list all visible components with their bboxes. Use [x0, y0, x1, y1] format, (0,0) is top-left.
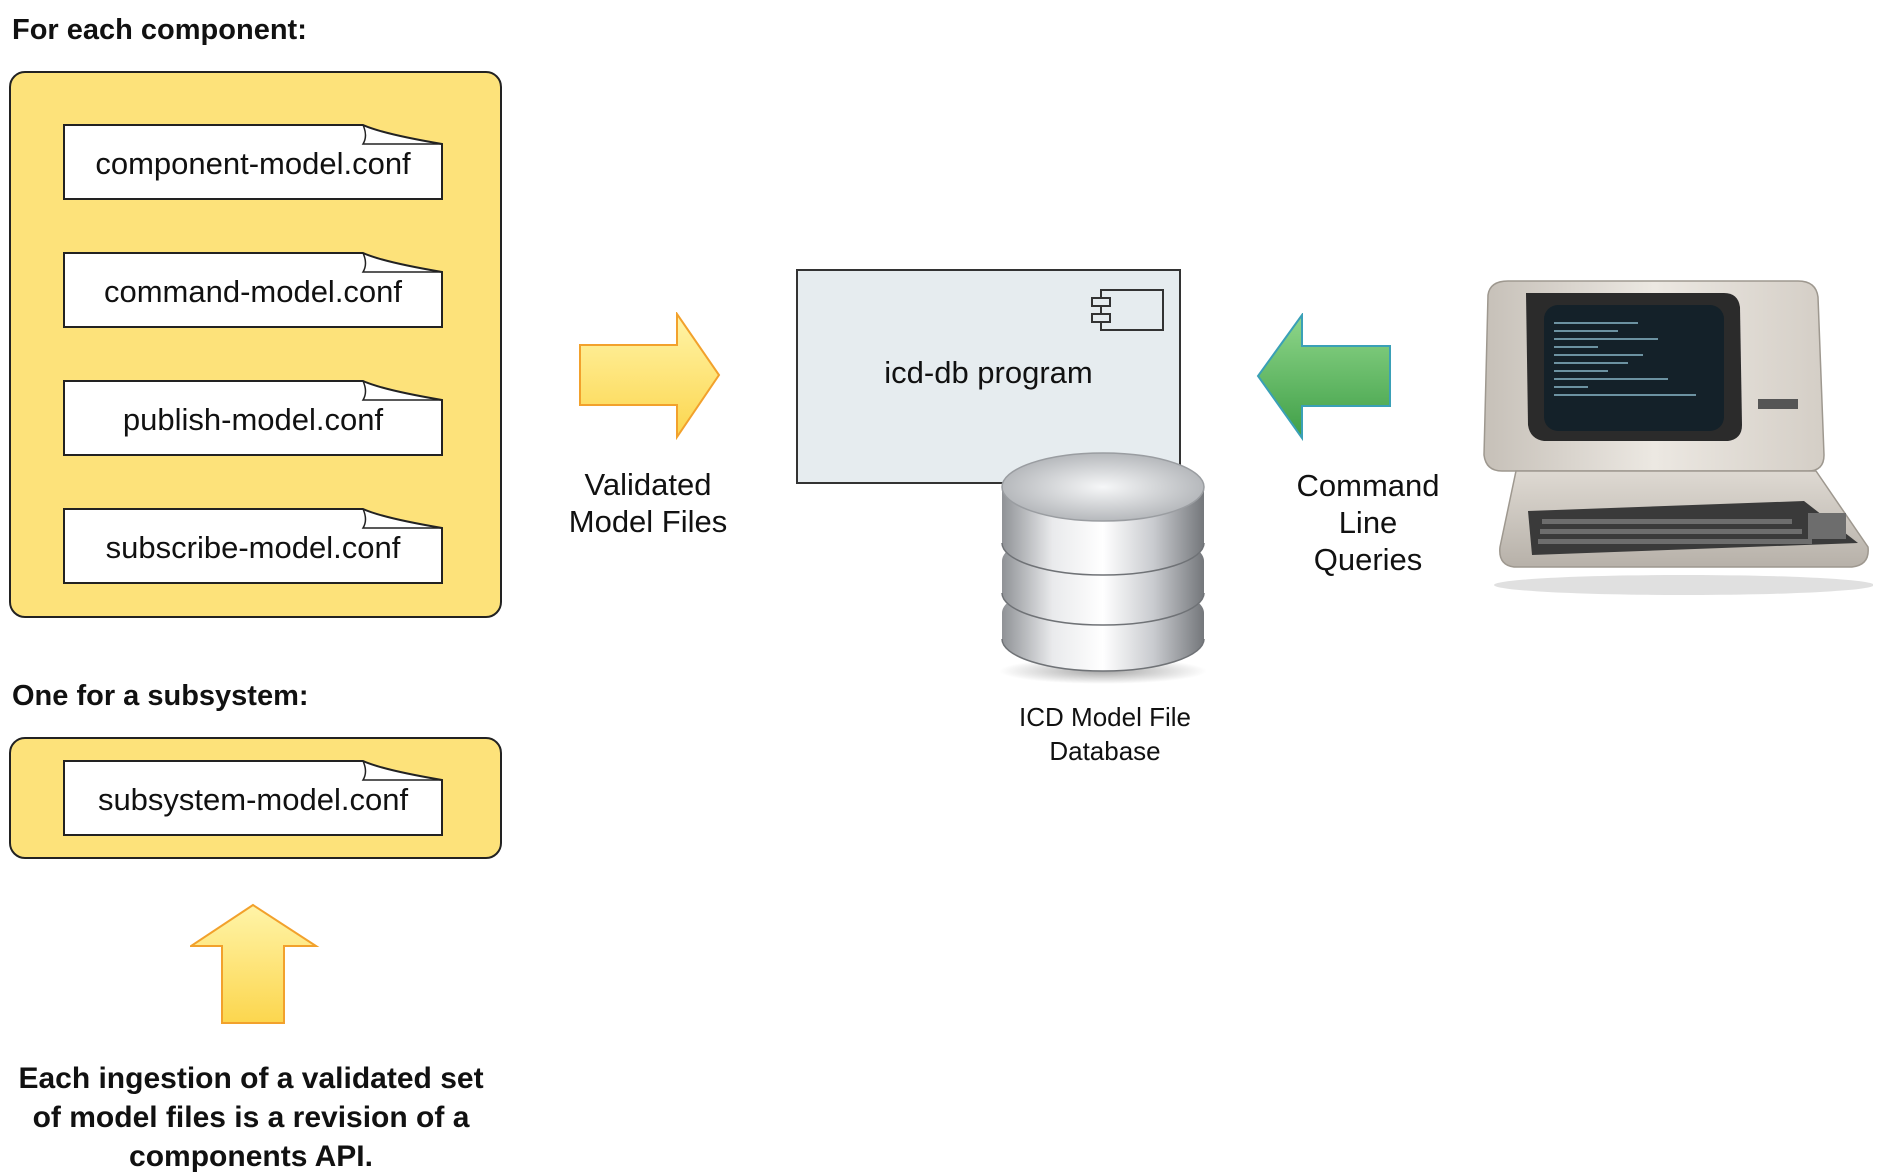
label-line: Model Files — [568, 504, 728, 539]
database-label: ICD Model File Database — [955, 700, 1255, 768]
icd-db-program-box[interactable]: icd-db program — [796, 269, 1181, 484]
database-cylinder-icon — [999, 452, 1207, 684]
file-name: command-model.conf — [103, 274, 403, 309]
file-name: component-model.conf — [95, 146, 411, 181]
file-name: subscribe-model.conf — [105, 530, 401, 565]
file-name: publish-model.conf — [122, 402, 384, 437]
command-line-queries-label: Command Line Queries — [1268, 467, 1468, 578]
ingestion-note: Each ingestion of a validated set of mod… — [18, 1062, 484, 1173]
document-icon — [63, 760, 443, 836]
left-arrow-icon — [1256, 313, 1391, 441]
document-icon — [63, 380, 443, 456]
file-component-model[interactable]: component-model.conf — [63, 124, 443, 200]
subsystem-group-heading: One for a subsystem: — [12, 680, 309, 712]
label-line: Command — [1296, 468, 1440, 503]
label-line: Queries — [1313, 542, 1423, 577]
file-subsystem-model[interactable]: subsystem-model.conf — [63, 760, 443, 836]
file-subscribe-model[interactable]: subscribe-model.conf — [63, 508, 443, 584]
program-label: icd-db program — [884, 355, 1093, 390]
uml-component-icon — [1091, 289, 1164, 331]
label-line: ICD Model File — [1019, 702, 1191, 732]
right-arrow-icon — [579, 312, 721, 440]
up-arrow-icon — [190, 903, 320, 1024]
document-icon — [63, 124, 443, 200]
component-group-heading: For each component: — [12, 14, 307, 46]
file-name: subsystem-model.conf — [97, 782, 409, 817]
label-line: Database — [1049, 736, 1161, 766]
document-icon — [63, 252, 443, 328]
computer-terminal-icon — [1483, 280, 1873, 595]
validated-model-files-label: Validated Model Files — [548, 466, 748, 540]
file-command-model[interactable]: command-model.conf — [63, 252, 443, 328]
label-line: Line — [1338, 505, 1398, 540]
label-line: Validated — [584, 467, 712, 502]
file-publish-model[interactable]: publish-model.conf — [63, 380, 443, 456]
document-icon — [63, 508, 443, 584]
